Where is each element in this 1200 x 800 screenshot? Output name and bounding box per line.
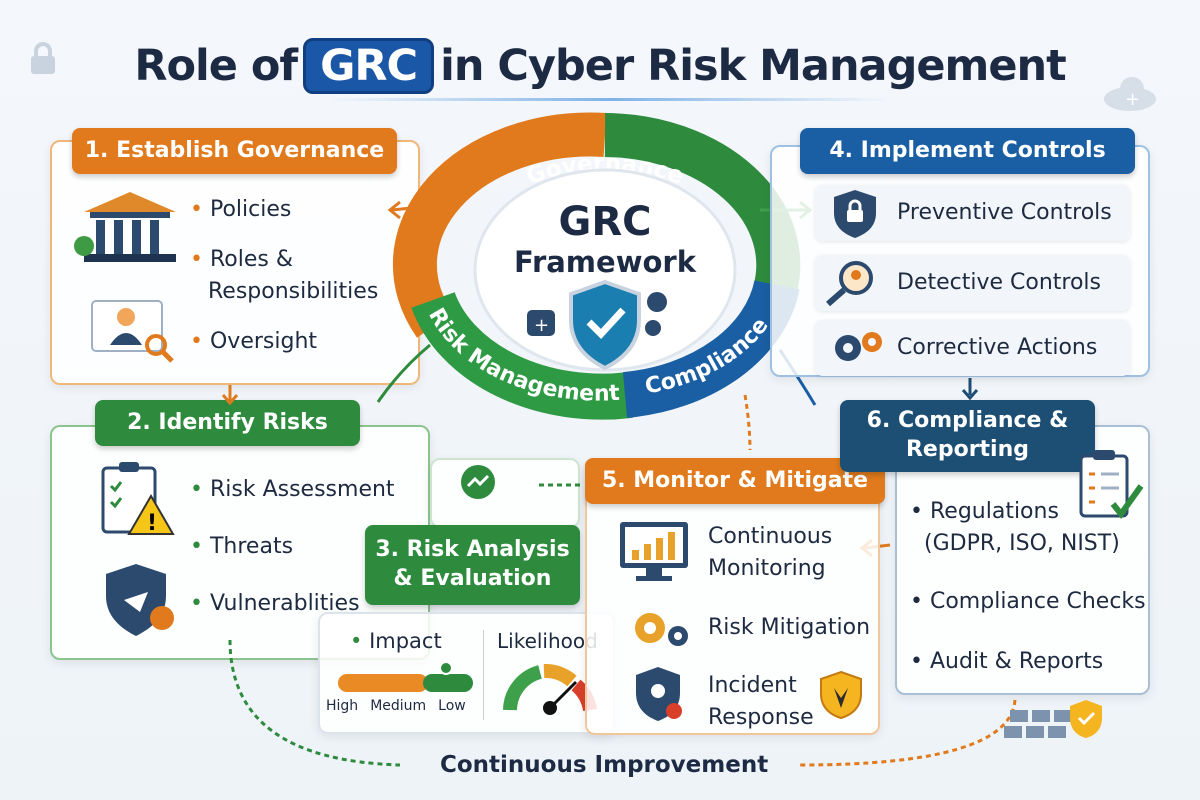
shield-check-icon	[569, 279, 641, 371]
shield-lock-icon	[834, 190, 876, 238]
center-title-framework: Framework	[514, 245, 697, 279]
gears-icon	[835, 332, 882, 361]
step2-header: 2. Identify Risks	[95, 400, 360, 446]
impact-label: • Impact	[350, 629, 442, 653]
step1-item-policies: • Policies	[190, 197, 292, 222]
government-building-icon	[74, 192, 176, 262]
step1-header: 1. Establish Governance	[72, 128, 397, 174]
server-shield-icon	[1004, 700, 1102, 738]
step2-item-vulnerabilities: • Vulnerablities	[190, 591, 360, 616]
shield-bug-icon	[106, 564, 174, 636]
gears-icon	[635, 613, 688, 646]
svg-text:!: !	[147, 511, 157, 536]
risk-management-segment	[411, 291, 633, 420]
step3-header: 3. Risk Analysis& Evaluation	[365, 525, 580, 605]
gauge-check-icon	[461, 465, 495, 499]
gears-icon	[645, 292, 667, 336]
panel-divider	[483, 630, 484, 720]
title-underline	[330, 98, 890, 101]
medical-bag-icon: +	[527, 310, 555, 336]
control-detective: Detective Controls	[897, 270, 1102, 295]
likelihood-label: Likelihood	[497, 629, 598, 653]
magnifier-person-icon	[826, 261, 873, 307]
incident-shield-icon	[820, 670, 862, 720]
compliance-segment	[622, 279, 800, 418]
step6-item-compliance-checks: • Compliance Checks	[910, 589, 1146, 614]
checklist-check-icon	[1079, 450, 1144, 519]
governance-segment-orange	[392, 112, 607, 338]
impact-slider	[338, 661, 473, 692]
cloud-icon: +	[1104, 77, 1156, 111]
step1-item-oversight: • Oversight	[190, 329, 318, 354]
svg-text:+: +	[1125, 89, 1140, 110]
control-preventive: Preventive Controls	[897, 200, 1112, 225]
step6-header: 6. Compliance &Reporting	[840, 400, 1095, 472]
step6-item-regulations: • Regulations(GDPR, ISO, NIST)	[910, 499, 1120, 556]
monitor-chart-icon	[620, 522, 688, 581]
step2-item-risk-assessment: • Risk Assessment	[190, 477, 395, 502]
step4-header: 4. Implement Controls	[800, 128, 1135, 174]
center-title-grc: GRC	[559, 199, 652, 245]
grc-framework-ring: Governance Risk Management Compliance GR…	[392, 112, 801, 420]
step2-item-threats: • Threats	[190, 534, 294, 559]
checklist-warning-icon: !	[101, 462, 175, 536]
control-corrective: Corrective Actions	[897, 335, 1098, 360]
step6-item-audit-reports: • Audit & Reports	[910, 649, 1104, 674]
svg-text:+: +	[534, 315, 549, 336]
profile-search-icon	[91, 300, 174, 363]
step1-item-roles: • Roles &Responsibilities	[190, 247, 379, 304]
grc-badge: GRC	[303, 38, 435, 94]
shield-alert-icon	[636, 667, 682, 721]
risk-analysis-box	[430, 458, 580, 528]
step5-item-risk-mitigation: Risk Mitigation	[708, 615, 871, 640]
lock-icon	[31, 42, 55, 74]
continuous-improvement-label: Continuous Improvement	[440, 752, 769, 778]
step5-header: 5. Monitor & Mitigate	[585, 458, 885, 504]
